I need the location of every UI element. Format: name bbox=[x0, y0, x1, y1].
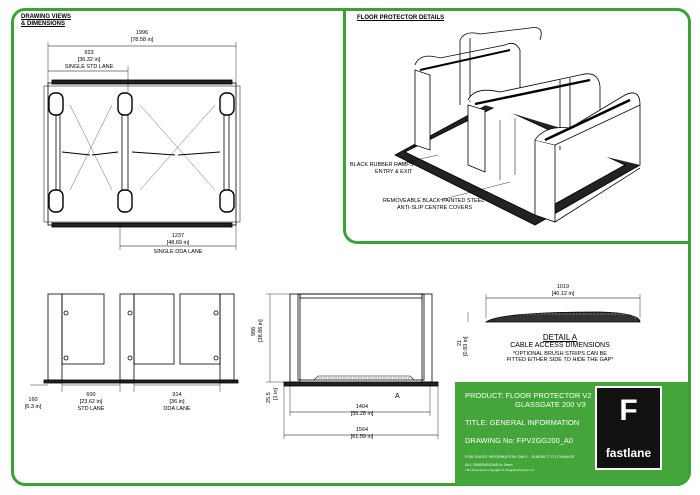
elev-std-in: [23.62 in] bbox=[79, 399, 103, 405]
end-height-mm: 986 bbox=[251, 326, 257, 336]
elev-dda-mm: 914 bbox=[172, 392, 182, 398]
plan-dda-mm: 1237 bbox=[171, 233, 185, 239]
elev-base-in: [6.3 in] bbox=[24, 404, 42, 410]
section-title-views: DRAWING VIEWS bbox=[21, 14, 72, 20]
elev-std-label: STD LANE bbox=[77, 406, 105, 412]
logo-wordmark: fastlane bbox=[605, 446, 652, 460]
elev-dda-in: [36 in] bbox=[169, 399, 185, 405]
side-elevation bbox=[43, 293, 239, 384]
detail-a-width-in: [40.12 in] bbox=[551, 291, 575, 297]
detail-a-subtitle: CABLE ACCESS DIMENSIONS bbox=[510, 342, 610, 349]
end-view bbox=[283, 293, 439, 387]
end-ramp-in: [1 in] bbox=[273, 388, 279, 400]
plan-std-label: SINGLE STD LANE bbox=[64, 64, 114, 70]
sales-note: FOR SALES INFORMATION ONLY - SUBJECT TO … bbox=[465, 454, 575, 459]
plan-gate-unit bbox=[48, 92, 64, 116]
callout-ramps-line1: BLACK RUBBER RAMPS bbox=[350, 162, 414, 168]
elev-std-mm: 600 bbox=[86, 392, 96, 398]
plan-overall-in: [78.58 in] bbox=[130, 37, 154, 43]
detail-a-width-mm: 1019 bbox=[556, 284, 570, 290]
product-line2: GLASSGATE 200 V3 bbox=[515, 400, 586, 409]
elev-base-mm: 160 bbox=[28, 397, 38, 403]
plan-std-in: [36.32 in] bbox=[77, 57, 101, 63]
elev-dda-label: DDA LANE bbox=[163, 406, 191, 412]
end-inner-mm: 1404 bbox=[355, 404, 369, 410]
end-outer-in: [61.59 in] bbox=[350, 434, 374, 440]
end-ramp-mm: 25.5 bbox=[266, 392, 272, 403]
product-line1: PRODUCT: FLOOR PROTECTOR V2 bbox=[465, 391, 592, 400]
detail-a-height-in: [0.83 in] bbox=[463, 336, 469, 356]
section-title-floor: FLOOR PROTECTOR DETAILS bbox=[357, 15, 445, 21]
drawing-number: DRAWING No: FPV2GG200_A0 bbox=[465, 436, 574, 445]
isometric-view bbox=[394, 27, 641, 226]
detail-a-note-line1: *OPTIONAL BRUSH STRIPS CAN BE bbox=[513, 351, 607, 357]
copyright-note: This document is copyright of Integrated… bbox=[465, 468, 534, 472]
plan-dda-label: SINGLE DDA LANE bbox=[153, 249, 203, 255]
detail-a-note-line2: FITTED EITHER SIDE TO HIDE THE GAP* bbox=[506, 357, 614, 363]
end-outer-mm: 1564 bbox=[355, 427, 369, 433]
fastlane-logo: F fastlane bbox=[595, 386, 662, 470]
dims-note: ALL DIMENSIONS in 2mm bbox=[465, 462, 513, 467]
detail-ref-marker: A bbox=[395, 393, 400, 400]
sheet-border bbox=[11, 8, 691, 486]
callout-ramps-line2: ENTRY & EXIT bbox=[375, 169, 413, 175]
plan-dda-in: [48.69 in] bbox=[166, 240, 190, 246]
plan-overall-mm: 1996 bbox=[135, 30, 149, 36]
callout-covers-line2: ANTI-SLIP CENTRE COVERS bbox=[397, 205, 473, 211]
plan-std-mm: 923 bbox=[84, 50, 94, 56]
floor-protector-details-panel bbox=[343, 10, 689, 244]
end-inner-in: [55.28 in] bbox=[350, 411, 374, 417]
section-title-dims: & DIMENSIONS bbox=[21, 21, 66, 27]
detail-a-title: DETAIL A bbox=[542, 333, 578, 342]
callout-covers-line1: REMOVEABLE BLACK PAINTED STEEL bbox=[383, 198, 485, 204]
logo-letter: F bbox=[619, 394, 638, 427]
end-height-in: [38.86 in] bbox=[258, 319, 264, 342]
title-line: TITLE: GENERAL INFORMATION bbox=[465, 418, 580, 427]
detail-a-drawing bbox=[484, 311, 641, 323]
